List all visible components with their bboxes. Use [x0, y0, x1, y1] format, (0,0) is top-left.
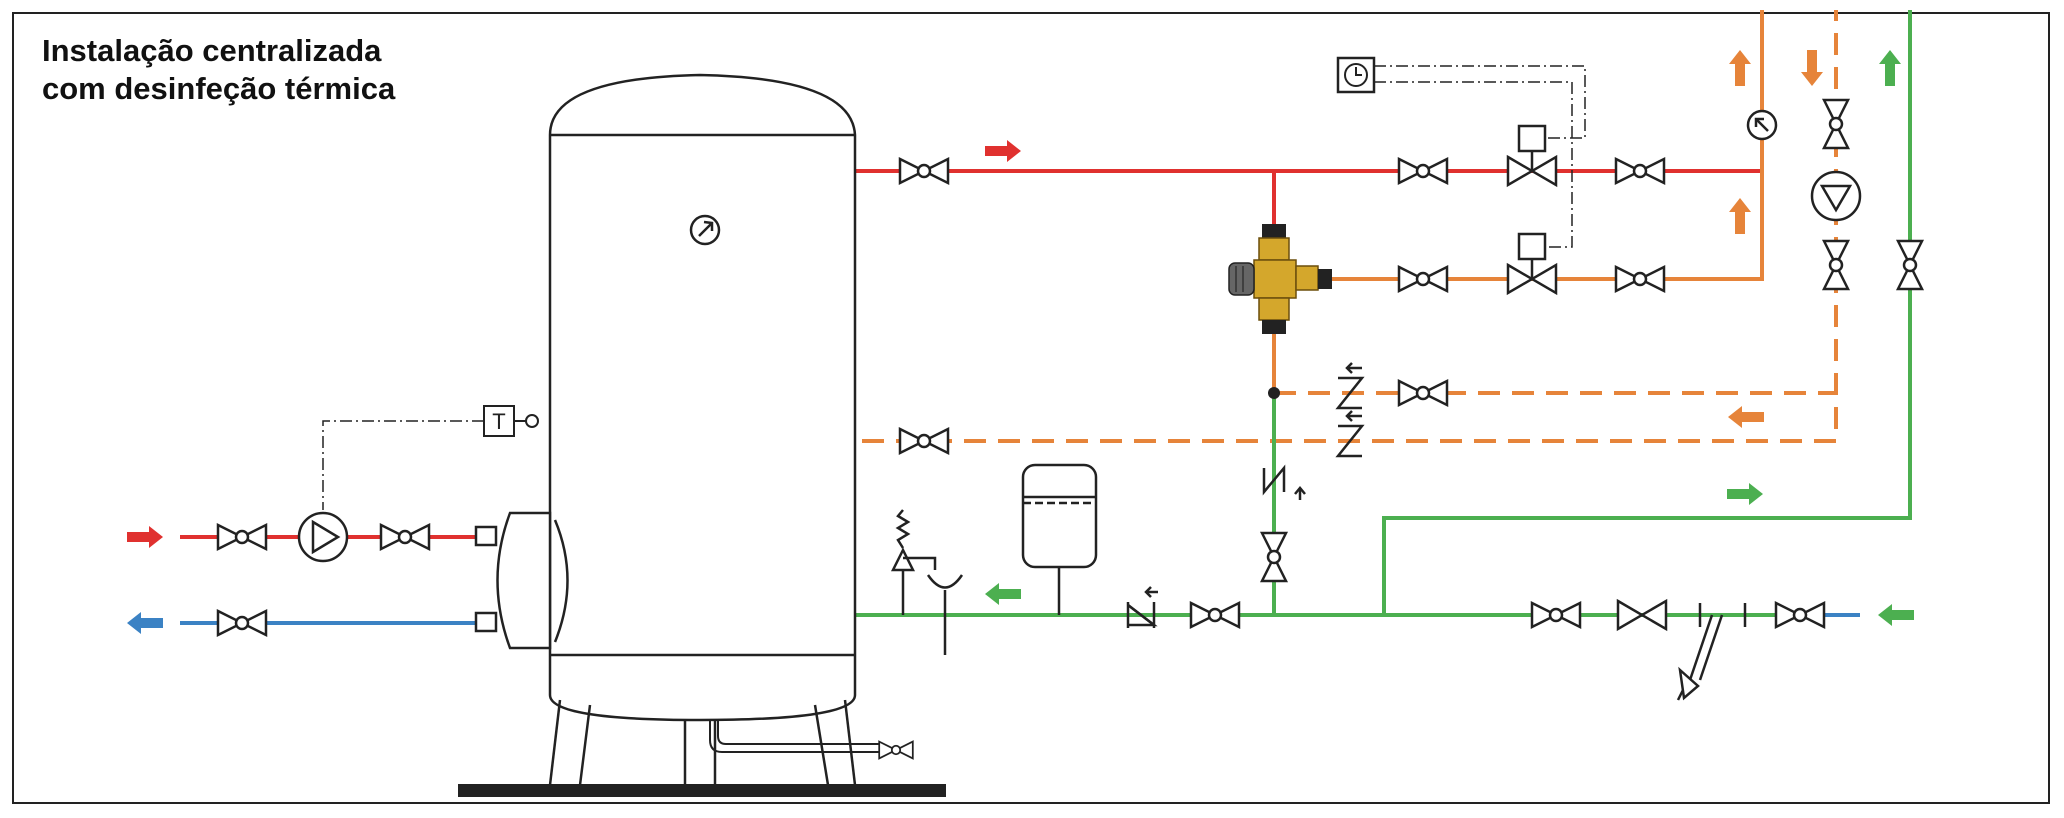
- pressure-gauge-icon: [689, 214, 721, 246]
- cold-inlet-valve: [1774, 601, 1826, 629]
- cold-check-valve: [1262, 464, 1306, 500]
- mixed-water-pipe: [1330, 10, 1764, 281]
- timer-controller: [1336, 56, 1586, 248]
- recirc-valve-v-1: [1822, 98, 1850, 150]
- thermostat: T: [322, 405, 539, 510]
- primary-flow-arrow: [127, 526, 163, 548]
- primary-return-valve: [216, 609, 268, 637]
- cold-inlet-arrow: [1878, 604, 1914, 626]
- motorized-valve-hot: [1506, 124, 1558, 187]
- filter-strainer: [1676, 603, 1747, 701]
- recirc-valve-1: [1397, 379, 1449, 407]
- thermostatic-mixing-valve: [1228, 224, 1332, 334]
- expansion-vessel: [1021, 463, 1098, 615]
- cold-valve-2: [1530, 601, 1582, 629]
- thermostat-icon: T: [492, 409, 505, 434]
- primary-pump: [297, 511, 349, 563]
- primary-return-arrow: [127, 612, 163, 634]
- cold-branch-arrow: [1727, 483, 1763, 505]
- safety-relief-valve: [890, 509, 964, 655]
- motorized-valve-mixed: [1506, 232, 1558, 295]
- cold-check-valve-main: [1126, 586, 1158, 628]
- mixed-valve-2: [1614, 265, 1666, 293]
- hot-flow-arrow: [985, 140, 1021, 162]
- title-line-2: com desinfeção térmica: [42, 71, 396, 106]
- storage-tank: [548, 73, 857, 786]
- mixed-up-arrow-1: [1729, 50, 1751, 86]
- tank-base: [458, 784, 946, 797]
- junction-node: [1268, 387, 1280, 399]
- cold-flow-arrow-left: [985, 583, 1021, 605]
- hot-valve-3: [1614, 157, 1666, 185]
- diagram-frame: [12, 12, 2050, 804]
- drain-line: [709, 720, 880, 753]
- recirculation-pump: [1810, 170, 1862, 222]
- recirculation-pipe-2: [862, 10, 1838, 443]
- diagram-title: Instalação centralizada com desinfeção t…: [42, 32, 395, 108]
- clock-icon: [1344, 63, 1368, 87]
- mixed-up-arrow-2: [1729, 198, 1751, 234]
- title-line-1: Instalação centralizada: [42, 33, 382, 68]
- recirc-return-valve: [898, 427, 950, 455]
- recirc-check-valve-2: [1335, 410, 1365, 458]
- recirc-valve-v-2: [1822, 239, 1850, 291]
- cold-up-arrow: [1879, 50, 1901, 86]
- cold-branch-valve-v: [1896, 239, 1924, 291]
- cold-riser-valve: [1260, 531, 1288, 583]
- drain-valve: [878, 740, 914, 760]
- hot-outlet-valve: [898, 157, 950, 185]
- heat-exchanger-flange: [474, 511, 569, 650]
- return-thermometer: [1746, 109, 1778, 141]
- recirc-flow-arrow: [1728, 406, 1764, 428]
- mixed-valve-1: [1397, 265, 1449, 293]
- primary-valve-2: [379, 523, 431, 551]
- cold-valve-3: [1616, 599, 1668, 631]
- recirc-down-arrow: [1801, 50, 1823, 86]
- cold-valve-1: [1189, 601, 1241, 629]
- recirc-check-valve-1: [1335, 362, 1365, 410]
- primary-valve-1: [216, 523, 268, 551]
- hot-valve-2: [1397, 157, 1449, 185]
